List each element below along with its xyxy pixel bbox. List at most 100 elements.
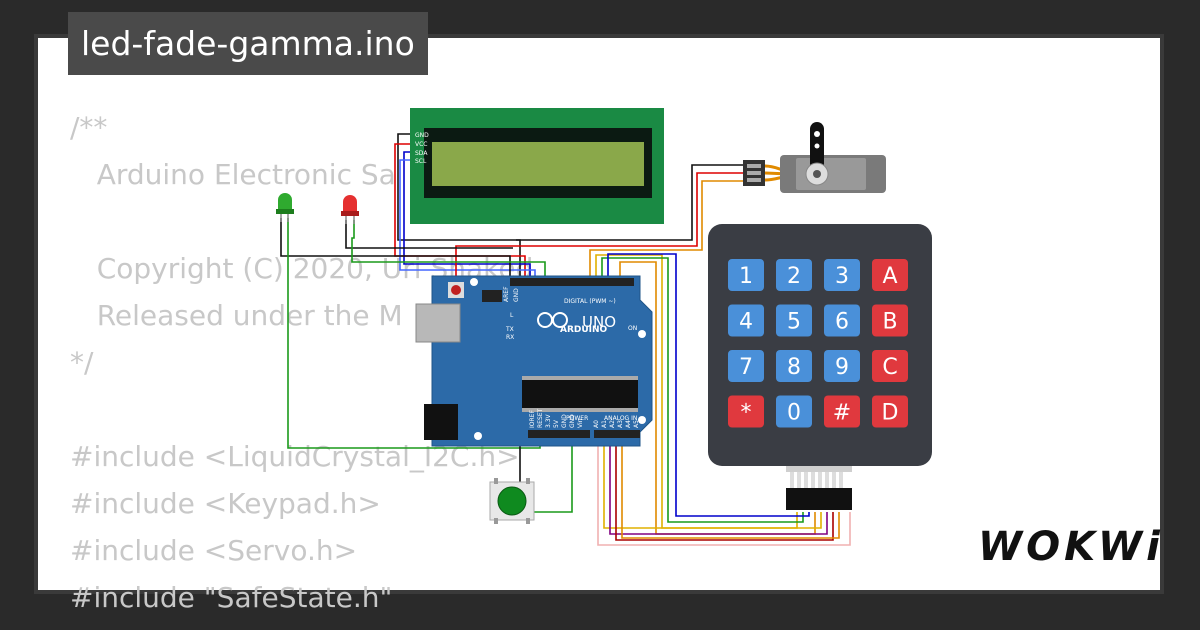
key-2[interactable]: 2 bbox=[776, 259, 812, 291]
analog-pin-labels: A0 A1 A2 A3 A4 A5 bbox=[593, 420, 640, 428]
key-hash[interactable]: # bbox=[824, 395, 860, 428]
wire-lcd-scl bbox=[399, 159, 536, 283]
mount-hole bbox=[638, 416, 646, 424]
key-cap bbox=[872, 350, 908, 382]
key-star[interactable]: * bbox=[728, 395, 764, 428]
label-arduino-brand: ARDUINO bbox=[560, 325, 608, 335]
wire-led-red-a bbox=[345, 220, 513, 249]
wire-led-red-b bbox=[351, 220, 546, 283]
button-leg bbox=[494, 478, 498, 484]
key-5[interactable]: 5 bbox=[776, 304, 812, 337]
key-label: 0 bbox=[787, 401, 801, 426]
wire-key-7 bbox=[615, 438, 834, 541]
servo-horn-hole bbox=[814, 131, 820, 137]
key-label: C bbox=[882, 355, 897, 380]
servo-connector-pin bbox=[747, 164, 761, 168]
label-analog: ANALOG IN bbox=[604, 415, 637, 422]
key-label: 7 bbox=[739, 355, 753, 380]
key-cap bbox=[872, 304, 908, 337]
servo-connector-pin bbox=[747, 178, 761, 182]
pin-gnd-2: GND bbox=[569, 414, 576, 428]
key-cap bbox=[776, 259, 812, 291]
pin-3v3: 3.3V bbox=[545, 413, 552, 428]
key-3[interactable]: 3 bbox=[824, 259, 860, 291]
key-0[interactable]: 0 bbox=[776, 395, 812, 428]
lcd-pin-vcc: VCC bbox=[415, 141, 427, 148]
key-label: 4 bbox=[739, 310, 753, 335]
pin-a5: A5 bbox=[633, 420, 640, 428]
key-cap bbox=[728, 395, 764, 428]
key-label: # bbox=[833, 401, 851, 426]
reset-button-cap bbox=[451, 285, 461, 295]
wire-servo-sig bbox=[589, 180, 745, 283]
key-b[interactable]: B bbox=[872, 304, 908, 337]
ribbon-strip bbox=[790, 472, 794, 488]
label-rx: RX bbox=[506, 334, 514, 341]
label-on: ON bbox=[628, 325, 637, 332]
led-red[interactable] bbox=[341, 195, 359, 224]
key-6[interactable]: 6 bbox=[824, 304, 860, 337]
mount-hole bbox=[638, 330, 646, 338]
key-label: D bbox=[882, 401, 899, 426]
ribbon-strip bbox=[825, 472, 829, 488]
keypad-ribbon-strips bbox=[790, 472, 843, 488]
lcd-pin-sda: SDA bbox=[415, 150, 428, 157]
mount-hole bbox=[474, 432, 482, 440]
key-label: B bbox=[882, 310, 897, 335]
keypad-header bbox=[786, 488, 852, 510]
servo-connector-pin bbox=[747, 171, 761, 175]
led-red-body bbox=[343, 195, 357, 212]
key-4[interactable]: 4 bbox=[728, 304, 764, 337]
key-8[interactable]: 8 bbox=[776, 350, 812, 382]
key-cap bbox=[872, 395, 908, 428]
pin-a1: A1 bbox=[601, 420, 608, 428]
servo-motor[interactable] bbox=[743, 122, 886, 193]
led-green[interactable] bbox=[276, 193, 294, 222]
pin-5v: 5V bbox=[553, 419, 560, 428]
key-d[interactable]: D bbox=[872, 395, 908, 428]
mount-hole bbox=[470, 278, 478, 286]
key-cap bbox=[824, 304, 860, 337]
pin-vin: Vin bbox=[577, 418, 584, 428]
project-title[interactable]: led-fade-gamma.ino bbox=[68, 12, 428, 75]
key-cap bbox=[824, 259, 860, 291]
key-9[interactable]: 9 bbox=[824, 350, 860, 382]
key-label: 2 bbox=[787, 264, 801, 289]
led-red-base bbox=[341, 211, 359, 216]
pin-a2: A2 bbox=[609, 420, 616, 428]
key-7[interactable]: 7 bbox=[728, 350, 764, 382]
button-leg bbox=[494, 518, 498, 524]
pin-gnd-1: GND bbox=[561, 414, 568, 428]
wire-key-3 bbox=[607, 253, 810, 517]
key-cap bbox=[824, 395, 860, 428]
key-label: 5 bbox=[787, 310, 801, 335]
keypad-ribbon bbox=[786, 466, 852, 472]
key-a[interactable]: A bbox=[872, 259, 908, 291]
wire-key-2 bbox=[601, 257, 804, 523]
key-cap bbox=[728, 304, 764, 337]
code-preview: /** Arduino Electronic Sa Copyright (C) … bbox=[70, 111, 534, 614]
wire-key-6 bbox=[609, 438, 828, 535]
key-c[interactable]: C bbox=[872, 350, 908, 382]
ribbon-strip bbox=[804, 472, 808, 488]
key-label: 6 bbox=[835, 310, 849, 335]
pin-reset: RESET bbox=[537, 408, 544, 428]
led-green-base bbox=[276, 209, 294, 214]
wire-key-5 bbox=[603, 438, 822, 529]
usb-port bbox=[415, 303, 461, 343]
lcd-display[interactable]: GND VCC SDA SCL bbox=[410, 108, 664, 224]
wokwi-logo: WOKWi bbox=[978, 524, 1164, 570]
wire-key-8 bbox=[621, 438, 840, 539]
label-digital: DIGITAL (PWM ~) bbox=[564, 298, 616, 305]
key-1[interactable]: 1 bbox=[728, 259, 764, 291]
ribbon-strip bbox=[818, 472, 822, 488]
key-cap bbox=[824, 350, 860, 382]
servo-screw bbox=[813, 170, 821, 178]
arduino-uno[interactable]: AREF GND DIGITAL (PWM ~) ARDUINO UNO L T… bbox=[415, 275, 653, 447]
label-tx: TX bbox=[505, 326, 514, 333]
ribbon-strip bbox=[839, 472, 843, 488]
power-pin-labels: IOREF RESET 3.3V 5V GND GND Vin bbox=[529, 408, 584, 428]
push-button[interactable] bbox=[489, 478, 535, 524]
